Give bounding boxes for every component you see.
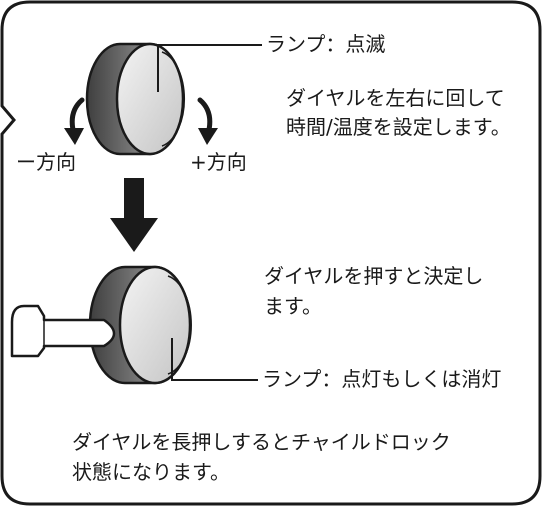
top-dial xyxy=(85,42,186,156)
press-description-line-2: ます。 xyxy=(264,294,322,318)
clockwise-arrow-icon xyxy=(197,97,218,145)
press-description-line-1: ダイヤルを押すと決定し xyxy=(264,264,484,288)
counterclockwise-arrow-icon xyxy=(64,97,85,145)
child-lock-note-line-1: ダイヤルを長押しするとチャイルドロック xyxy=(72,430,451,454)
top-dial-face-rim xyxy=(161,51,186,147)
top-lamp-label: ランプ：点滅 xyxy=(266,32,386,56)
minus-direction-label: ー方向 xyxy=(16,150,76,174)
rotate-description-line-2: 時間/温度を設定します。 xyxy=(286,115,511,139)
child-lock-note-line-2: 状態になります。 xyxy=(72,460,230,484)
bottom-lamp-leader-line xyxy=(171,338,258,381)
rotate-description-line-1: ダイヤルを左右に回して xyxy=(286,86,505,110)
bottom-dial-face-rim xyxy=(167,275,192,375)
top-lamp-leader-line xyxy=(157,44,262,92)
plus-direction-label: +方向 xyxy=(190,150,247,174)
bottom-lamp-label: ランプ：点灯もしくは消灯 xyxy=(262,367,502,391)
down-arrow-icon xyxy=(110,178,158,252)
finger-press-icon xyxy=(10,304,116,358)
top-dial-face xyxy=(115,42,185,156)
